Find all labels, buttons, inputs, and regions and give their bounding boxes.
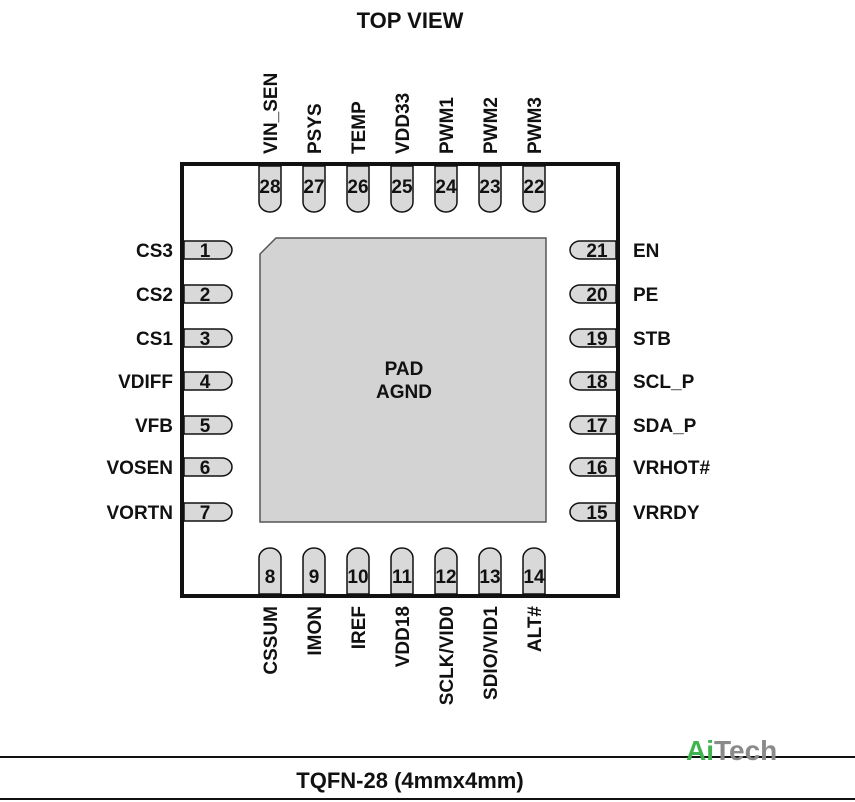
pin-pad-16 <box>569 457 617 477</box>
pin-name-22: PWM3 <box>525 97 546 154</box>
pin-name-1: CS3 <box>136 241 173 262</box>
pin-name-16: VRHOT# <box>633 458 711 479</box>
pin-number-26: 26 <box>347 177 368 198</box>
pin-pad-15 <box>569 502 617 522</box>
pin-pad-7 <box>183 502 233 522</box>
diagram-title: TOP VIEW <box>357 8 464 33</box>
pin-name-10: IREF <box>349 606 370 649</box>
pin-number-11: 11 <box>392 567 413 588</box>
pin-number-5: 5 <box>200 416 211 437</box>
pin-name-7: VORTN <box>107 503 174 524</box>
pin-number-20: 20 <box>586 285 607 306</box>
pin-number-27: 27 <box>303 177 324 198</box>
pin-name-14: ALT# <box>525 606 546 653</box>
pin-number-12: 12 <box>435 567 456 588</box>
pin-name-15: VRRDY <box>633 503 700 524</box>
pin-name-26: TEMP <box>349 101 370 154</box>
pin-pad-24 <box>434 165 458 213</box>
pin-number-13: 13 <box>479 567 500 588</box>
pin-pad-10 <box>346 547 370 595</box>
pin-name-25: VDD33 <box>393 93 414 154</box>
pin-name-20: PE <box>633 285 658 306</box>
pin-pad-8 <box>258 547 282 595</box>
pin-number-6: 6 <box>200 458 211 479</box>
pin-pad-9 <box>302 547 326 595</box>
pin-name-27: PSYS <box>305 103 326 154</box>
pin-number-10: 10 <box>347 567 368 588</box>
exposed-pad <box>259 237 547 523</box>
pin-name-23: PWM2 <box>481 97 502 154</box>
pad-net-label: AGND <box>376 382 432 403</box>
pin-name-9: IMON <box>305 606 326 656</box>
watermark-logo: AiTech <box>686 735 777 766</box>
pin-pad-18 <box>569 371 617 391</box>
pin-pad-13 <box>478 547 502 595</box>
pin-number-8: 8 <box>265 567 276 588</box>
pin-name-11: VDD18 <box>393 606 414 667</box>
pin-pad-26 <box>346 165 370 213</box>
pin-pad-22 <box>522 165 546 213</box>
pin-name-6: VOSEN <box>106 458 173 479</box>
pin-pad-11 <box>390 547 414 595</box>
pin-name-5: VFB <box>135 416 173 437</box>
pin-pad-23 <box>478 165 502 213</box>
pin-name-28: VIN_SEN <box>261 73 282 154</box>
package-label: TQFN-28 (4mmx4mm) <box>296 768 523 793</box>
pin-number-18: 18 <box>586 372 607 393</box>
pin-pad-25 <box>390 165 414 213</box>
pin-pad-14 <box>522 547 546 595</box>
pin-number-17: 17 <box>586 416 607 437</box>
pin-number-1: 1 <box>200 241 211 262</box>
pin-pad-19 <box>569 328 617 348</box>
pin-pad-27 <box>302 165 326 213</box>
pin-number-22: 22 <box>523 177 544 198</box>
pin-number-16: 16 <box>586 458 607 479</box>
pin-number-21: 21 <box>586 241 608 262</box>
pin-number-23: 23 <box>479 177 500 198</box>
pin-pad-20 <box>569 284 617 304</box>
pin-pad-6 <box>183 457 233 477</box>
pin-pad-3 <box>183 328 233 348</box>
pin-pad-5 <box>183 415 233 435</box>
pin-name-21: EN <box>633 241 659 262</box>
pin-number-28: 28 <box>259 177 280 198</box>
pin-name-12: SCLK/VID0 <box>437 606 458 705</box>
pin-pad-21 <box>569 240 617 260</box>
pin-name-18: SCL_P <box>633 372 695 393</box>
pins: 1 CS3 2 CS2 3 CS1 4 VDIFF 5 VFB 6 VOSEN 7 VORTN 15 VRRD… <box>106 73 710 706</box>
pin-name-13: SDIO/VID1 <box>481 606 502 700</box>
pin-name-19: STB <box>633 329 671 350</box>
pin-pad-28 <box>258 165 282 213</box>
pin-name-2: CS2 <box>136 285 173 306</box>
pin-name-8: CSSUM <box>261 606 282 675</box>
pin-name-3: CS1 <box>136 329 173 350</box>
pin-pad-17 <box>569 415 617 435</box>
pin-pad-2 <box>183 284 233 304</box>
pin-number-9: 9 <box>309 567 320 588</box>
pin-number-2: 2 <box>200 285 211 306</box>
pin-pad-12 <box>434 547 458 595</box>
pin-name-4: VDIFF <box>118 372 173 393</box>
pin-number-7: 7 <box>200 503 211 524</box>
pin-number-4: 4 <box>200 372 211 393</box>
pin-number-14: 14 <box>523 567 545 588</box>
pin-name-17: SDA_P <box>633 416 697 437</box>
pin-number-19: 19 <box>586 329 607 350</box>
pin-number-3: 3 <box>200 329 211 350</box>
pin-number-25: 25 <box>391 177 413 198</box>
watermark-part-tech: Tech <box>714 735 777 766</box>
pin-pad-4 <box>183 371 233 391</box>
pin-number-15: 15 <box>586 503 608 524</box>
pad-label: PAD <box>385 359 424 380</box>
watermark-part-ai: Ai <box>686 735 714 766</box>
pin-name-24: PWM1 <box>437 97 458 154</box>
pin-pad-1 <box>183 240 233 260</box>
pin-number-24: 24 <box>435 177 457 198</box>
